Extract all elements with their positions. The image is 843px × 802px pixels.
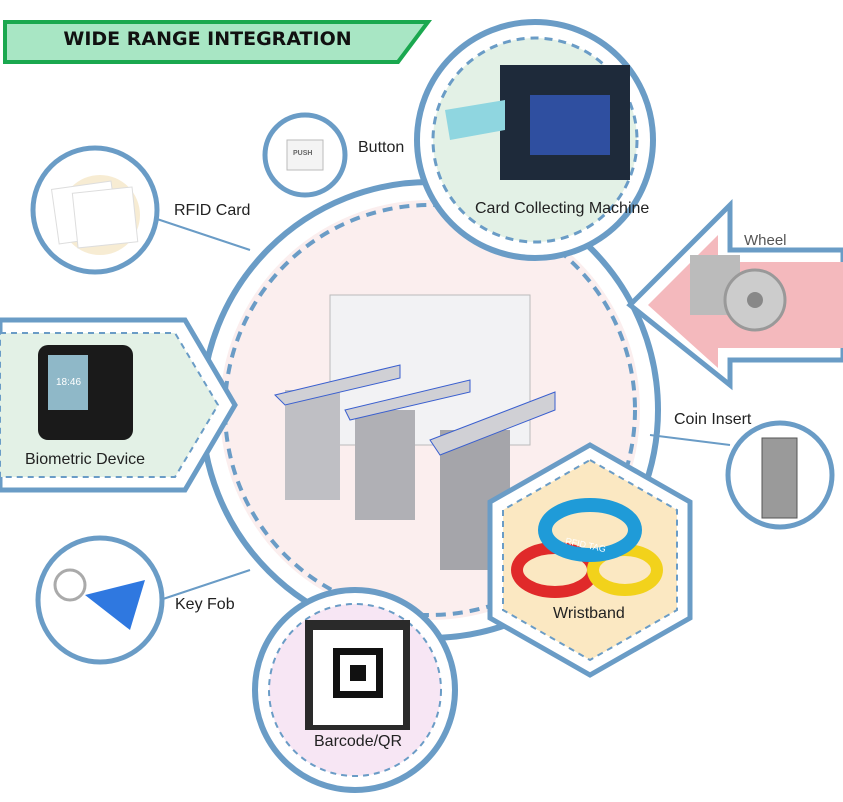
coin-insert-image xyxy=(761,437,798,519)
speed-gate-image xyxy=(274,294,556,570)
key-fob-image xyxy=(53,568,145,630)
wheel-image xyxy=(690,255,787,332)
label-wheel: Wheel xyxy=(744,232,787,249)
label-card-collecting-machine: Card Collecting Machine xyxy=(475,200,650,217)
wristband-image xyxy=(511,498,663,598)
label-rfid-card: RFID Card xyxy=(174,202,251,219)
push-text: PUSH xyxy=(293,150,313,157)
label-button: Button xyxy=(358,139,405,156)
push-button-image xyxy=(286,139,324,171)
title-banner xyxy=(3,20,432,64)
label-key-fob: Key Fob xyxy=(175,596,235,613)
label-wristband: Wristband xyxy=(553,605,625,622)
inner-dashed-ring xyxy=(223,203,637,617)
label-coin-insert: Coin Insert xyxy=(674,411,752,428)
label-biometric-device: Biometric Device xyxy=(25,451,146,468)
rfid-card-image xyxy=(50,175,140,255)
card-machine-image xyxy=(445,65,630,180)
device-time: 18:46 xyxy=(56,377,82,388)
label-barcode-qr: Barcode/QR xyxy=(314,733,403,750)
qr-reader-image xyxy=(305,620,410,730)
page-title: WIDE RANGE INTEGRATION xyxy=(63,28,352,50)
